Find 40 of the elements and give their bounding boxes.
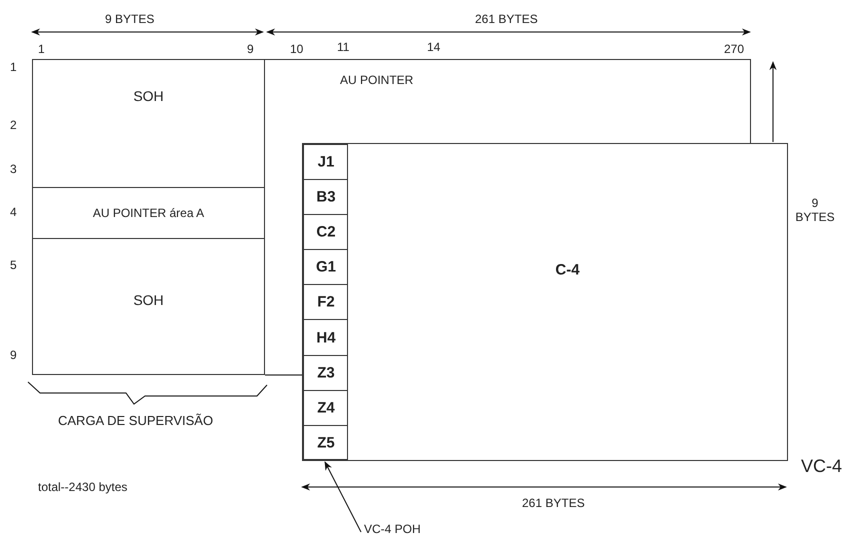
- column-number: 14: [427, 40, 440, 54]
- box-label: J1: [318, 154, 334, 171]
- box-label: AU POINTER: [340, 73, 414, 87]
- leader-line: [324, 461, 362, 532]
- row-number: 4: [10, 205, 17, 219]
- box-label: C2: [316, 224, 336, 241]
- note-text: CARGA DE SUPERVISÃO: [58, 413, 214, 428]
- box-label: Z3: [317, 364, 335, 382]
- dimension-label: 9 BYTES: [795, 196, 835, 224]
- note-text: total--2430 bytes: [38, 480, 128, 494]
- dimension-label: 261 BYTES: [522, 496, 585, 510]
- dimension-label: 261 BYTES: [475, 12, 538, 26]
- row-number: 5: [10, 258, 17, 272]
- box-label: B3: [316, 188, 336, 206]
- box-label: G1: [316, 258, 336, 276]
- column-number: 9: [247, 42, 254, 56]
- column-number: 10: [290, 42, 304, 56]
- box-label: Z4: [317, 399, 335, 416]
- row-number: 2: [10, 118, 17, 132]
- box-label: C-4: [555, 262, 580, 279]
- row-number: 3: [10, 162, 17, 176]
- box-label: AU POINTER área A: [92, 206, 204, 220]
- box-label: F2: [317, 294, 335, 311]
- box-label: Z5: [317, 434, 335, 452]
- column-number: 11: [337, 40, 350, 54]
- pointer-row: [32, 188, 265, 238]
- box-label: H4: [316, 329, 336, 346]
- column-number: 1: [38, 42, 45, 56]
- box-label: SOH: [133, 88, 164, 104]
- column-number: 270: [724, 42, 744, 56]
- box-label: VC-4 POH: [364, 522, 421, 536]
- payload-area: [265, 59, 751, 143]
- box-label: SOH: [133, 292, 164, 308]
- container-title: VC-4: [801, 456, 842, 477]
- row-number: 9: [10, 348, 17, 362]
- overhead-block: [32, 238, 265, 375]
- row-number: 1: [10, 60, 17, 74]
- dimension-label: 9 BYTES: [105, 12, 154, 26]
- overhead-column: [303, 144, 348, 460]
- overhead-block: [32, 59, 265, 188]
